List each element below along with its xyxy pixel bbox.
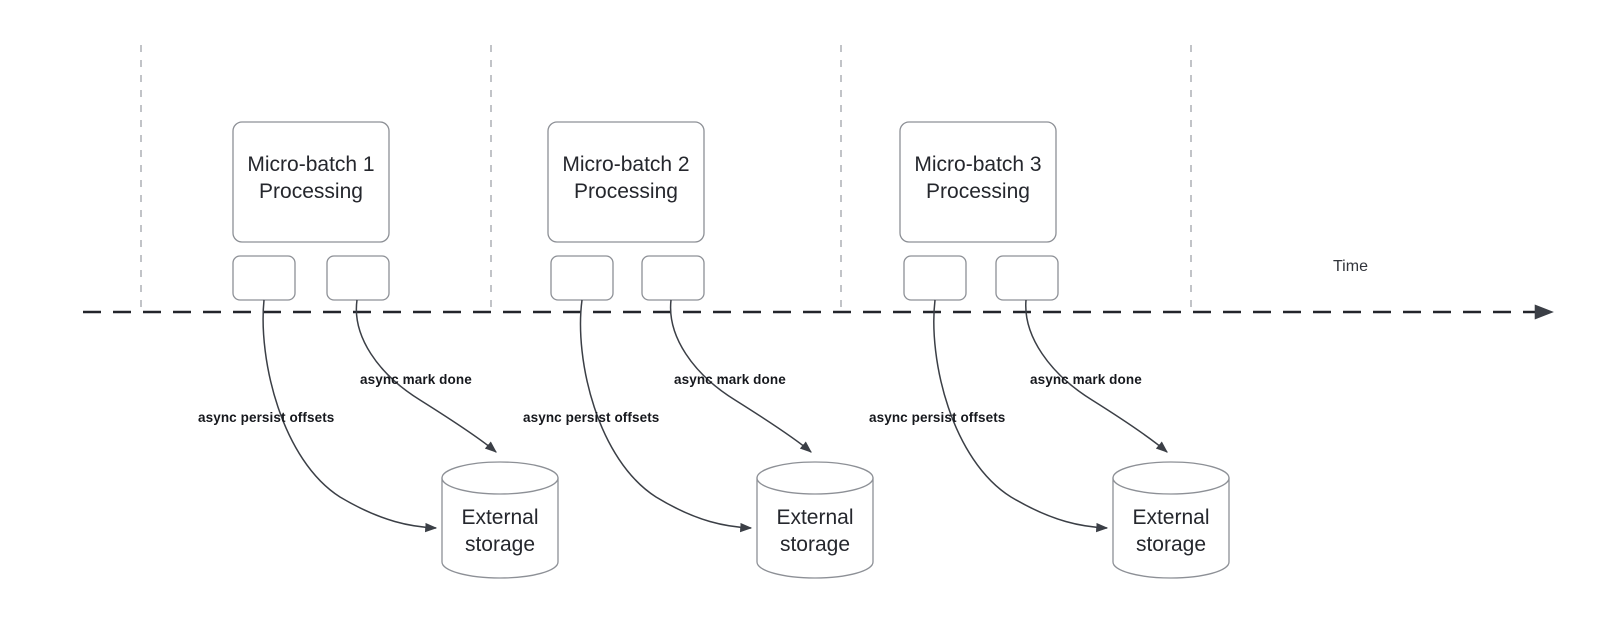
group-3-storage-line2: storage xyxy=(1135,532,1207,556)
group-2-persist-offsets-task-box xyxy=(550,255,614,301)
group-3-persist-offsets-task-box xyxy=(903,255,967,301)
group-2-async-mark-done-label: async mark done xyxy=(674,372,786,387)
group-1-persist-offsets-task-box xyxy=(232,255,296,301)
group-2-storage-label: External storage xyxy=(757,505,873,559)
group-1-storage-line1: External xyxy=(461,506,539,529)
group-2-storage-line1: External xyxy=(776,506,854,529)
group-1-async-persist-offsets-label: async persist offsets xyxy=(198,410,335,425)
mark-done-arrow-3 xyxy=(1025,299,1168,453)
group-3-storage-cylinder-top xyxy=(1112,461,1230,495)
timeline-boundary-ticks xyxy=(140,45,1192,315)
group-3-storage-cylinder-body xyxy=(1112,477,1230,579)
group-3-async-persist-offsets-label: async persist offsets xyxy=(869,410,1006,425)
micro-batch-1-line1: Micro-batch 1 xyxy=(247,153,375,176)
persist-offsets-arrow-3 xyxy=(933,299,1109,533)
group-1-storage-cylinder-top xyxy=(441,461,559,495)
group-3-storage-line1: External xyxy=(1132,506,1210,529)
micro-batch-3-label: Micro-batch 3 Processing xyxy=(900,152,1056,206)
micro-batch-3-box xyxy=(899,121,1057,243)
micro-batch-1-line2: Processing xyxy=(259,179,363,203)
micro-batch-3-line1: Micro-batch 3 xyxy=(914,153,1042,176)
micro-batch-1-label: Micro-batch 1 Processing xyxy=(233,152,389,206)
group-1-async-mark-done-label: async mark done xyxy=(360,372,472,387)
group-1-storage-cylinder-body xyxy=(441,477,559,579)
group-1-mark-done-task-box xyxy=(326,255,390,301)
group-3-mark-done-task-box xyxy=(995,255,1059,301)
persist-offsets-arrow-1 xyxy=(262,299,438,533)
micro-batch-2-box xyxy=(547,121,705,243)
micro-batch-2-label: Micro-batch 2 Processing xyxy=(548,152,704,206)
group-2-shapes xyxy=(547,121,874,579)
time-axis-label: Time xyxy=(1333,258,1368,275)
connector-arrows xyxy=(262,299,1168,533)
micro-batch-1-box xyxy=(232,121,390,243)
micro-batch-3-line2: Processing xyxy=(926,179,1030,203)
group-3-storage-label: External storage xyxy=(1113,505,1229,559)
group-3-async-mark-done-label: async mark done xyxy=(1030,372,1142,387)
micro-batch-2-line2: Processing xyxy=(574,179,678,203)
persist-offsets-arrow-2 xyxy=(579,299,753,533)
group-1-storage-line2: storage xyxy=(464,532,536,556)
micro-batch-2-line1: Micro-batch 2 xyxy=(562,153,690,176)
group-1-shapes xyxy=(232,121,559,579)
group-3-shapes xyxy=(899,121,1230,579)
group-2-async-persist-offsets-label: async persist offsets xyxy=(523,410,660,425)
group-2-mark-done-task-box xyxy=(641,255,705,301)
mark-done-arrow-2 xyxy=(669,299,812,453)
group-1-storage-label: External storage xyxy=(442,505,558,559)
group-2-storage-line2: storage xyxy=(779,532,851,556)
mark-done-arrow-1 xyxy=(355,299,497,453)
group-2-storage-cylinder-top xyxy=(756,461,874,495)
group-2-storage-cylinder-body xyxy=(756,477,874,579)
